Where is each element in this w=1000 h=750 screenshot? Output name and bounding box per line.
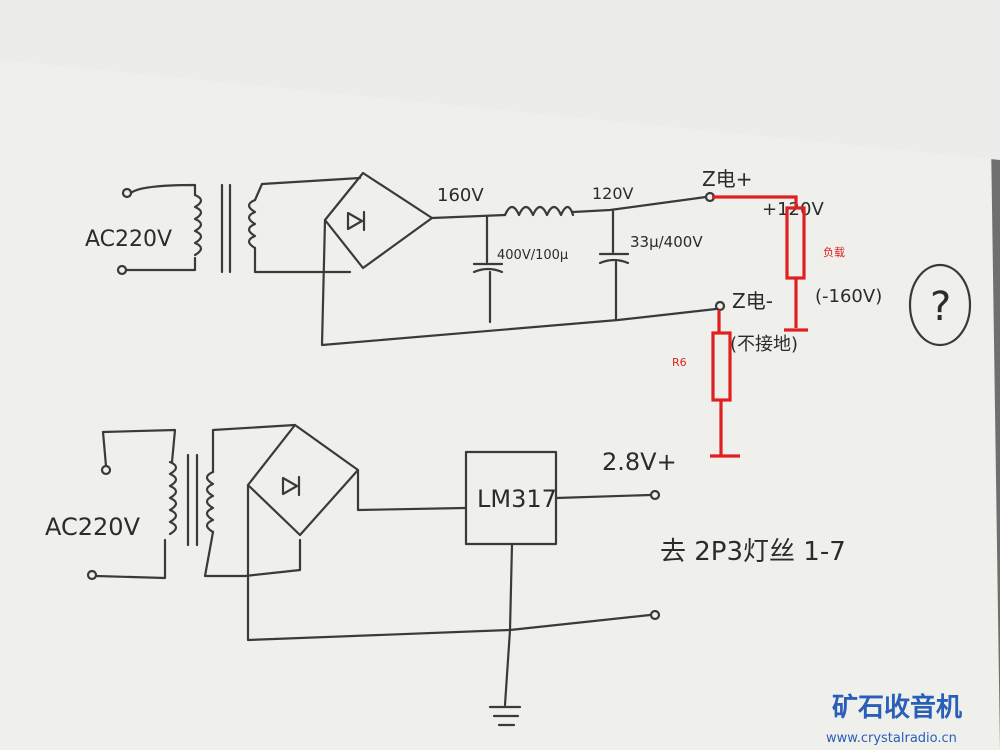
output-terminal-plus (649, 489, 661, 501)
watermark: 矿石收音机 www.crystalradio.cn (826, 692, 962, 746)
rect-out-wire (430, 213, 507, 220)
diode-symbol (346, 210, 366, 232)
dest-note-label: 去 2P3灯丝 1-7 (660, 537, 846, 567)
r6-wire-bottom (710, 400, 740, 458)
transformer-primary (193, 193, 203, 257)
ac-wire-top (129, 183, 197, 197)
secondary2-wire-top (211, 423, 297, 474)
transformer2-primary (168, 460, 178, 536)
lm317-input-wire (356, 468, 467, 512)
load-wire-top (712, 195, 798, 208)
out-voltage-label: 120V (592, 184, 634, 203)
secondary-wire-top (253, 176, 362, 202)
out2-voltage-label: 2.8V+ (602, 448, 677, 476)
secondary2-wire-bottom (203, 530, 302, 578)
ground-rail (246, 483, 512, 642)
bridge-rectifier (323, 171, 434, 270)
watermark-url: www.crystalradio.cn (826, 731, 957, 746)
minus-value-label: (-160V) (815, 286, 882, 307)
cap1-label: 400V/100µ (497, 248, 568, 263)
ground-symbol (488, 628, 522, 727)
rect-voltage-label: 160V (437, 185, 484, 206)
lm317-label: LM317 (477, 485, 557, 513)
ac-wire-bottom (124, 256, 197, 272)
diode2-symbol (281, 475, 301, 497)
ac2-wire-bottom (94, 538, 167, 580)
plus-terminal-label: Z电+ (702, 167, 752, 191)
upper-circuit: AC220V 160V 120V 400V/100µ 33µ/400V Z电+ … (85, 167, 972, 355)
ac-label-lower: AC220V (45, 513, 141, 541)
r6-label: R6 (672, 356, 687, 369)
secondary-wire-bottom (253, 246, 352, 274)
lm317-output-wire (554, 493, 652, 500)
red-annotations: 负载 R6 (672, 195, 845, 458)
ac2-wire-top (101, 428, 177, 468)
positive-rail (571, 195, 708, 214)
cap2-label: 33µ/400V (630, 233, 703, 251)
capacitor-1 (472, 214, 504, 324)
minus-note-label: (不接地) (730, 334, 798, 355)
lower-circuit: LM317 AC220V 2.8V+ 去 2P3灯丝 1-7 (45, 423, 846, 727)
transformer-secondary (247, 198, 257, 250)
ac-label-upper: AC220V (85, 227, 172, 252)
minus-terminal-label: Z电- (732, 289, 773, 313)
load-label: 负载 (823, 245, 845, 259)
paper-sheet (0, 55, 1000, 750)
capacitor-2 (598, 208, 630, 322)
question-mark: ? (930, 284, 951, 330)
choke-inductor (503, 205, 575, 217)
paper-sheet-top (0, 0, 1000, 160)
load-wire-bottom (784, 278, 808, 332)
question-circle (908, 263, 972, 347)
output-terminal-minus (649, 609, 661, 621)
watermark-title: 矿石收音机 (832, 692, 962, 723)
transformer2-secondary (205, 470, 215, 534)
negative-rail (320, 218, 718, 347)
bridge-rectifier-2 (246, 423, 360, 537)
